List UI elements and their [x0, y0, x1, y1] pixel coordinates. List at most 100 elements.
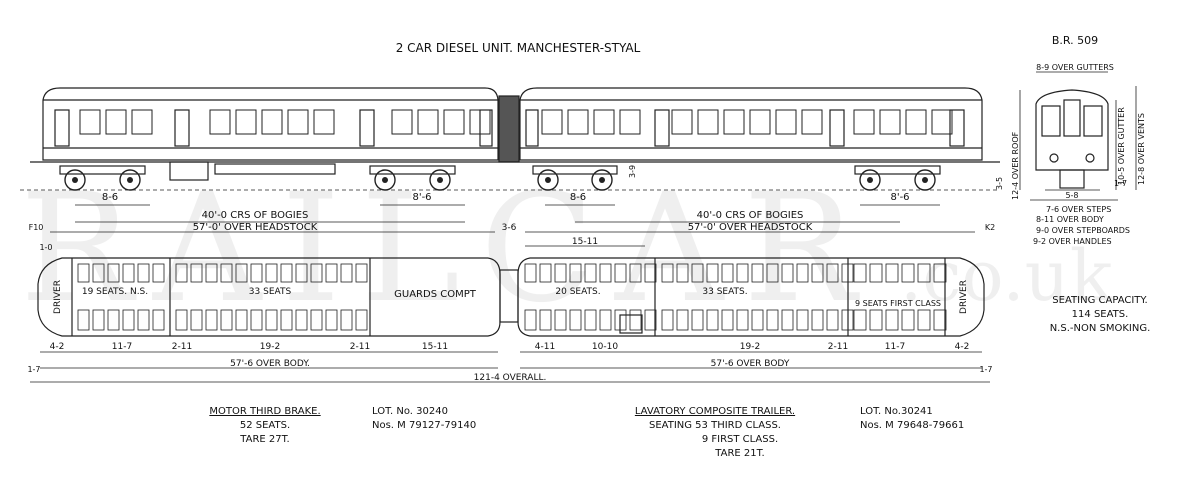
dim-bogie-motor-1: 8-6: [102, 192, 118, 203]
seat: [826, 309, 839, 331]
seat: [250, 309, 263, 331]
seat: [175, 263, 188, 283]
dim-overall: 121-4 OVERALL.: [474, 373, 547, 383]
seat: [340, 309, 353, 331]
motor-car-body: [42, 87, 499, 161]
trailer-name: LAVATORY COMPOSITE TRAILER.: [635, 406, 795, 417]
trailer-first: 9 FIRST CLASS.: [702, 434, 778, 445]
bogie-axle: [72, 177, 78, 183]
seat: [569, 263, 582, 283]
motor-seats: 52 SEATS.: [240, 420, 290, 431]
side-window: [417, 109, 439, 135]
end-window-left: [1041, 105, 1061, 137]
dim-bogie-trailer-1: 8-6: [570, 192, 586, 203]
seat: [137, 263, 150, 283]
seat: [280, 263, 293, 283]
seat: [933, 263, 947, 283]
bogie-wheel: [119, 169, 141, 191]
side-window: [541, 109, 563, 135]
dim-gap: 3-6: [502, 223, 517, 233]
seat: [205, 263, 218, 283]
seat: [826, 263, 839, 283]
dim-over-handles: 9-2 OVER HANDLES: [1033, 237, 1112, 246]
side-window: [619, 109, 641, 135]
watermark-main: RAILCAR: [20, 162, 876, 336]
side-window: [723, 109, 745, 135]
motor-plan-body: [37, 257, 501, 337]
seat: [554, 309, 567, 331]
seat: [736, 309, 749, 331]
label-20-seats: 20 SEATS.: [555, 287, 600, 297]
seat: [310, 263, 323, 283]
dim-over-body: 8-11 OVER BODY: [1036, 215, 1104, 224]
seat: [869, 263, 883, 283]
side-elevation: [20, 87, 1000, 191]
seat: [584, 309, 597, 331]
seat: [885, 309, 899, 331]
trailer-nos: Nos. M 79648-79661: [860, 420, 964, 431]
dim-over-body-motor: 57'-6 OVER BODY.: [230, 359, 310, 369]
buffer-left: [1049, 153, 1059, 163]
seat: [811, 309, 824, 331]
seat: [325, 309, 338, 331]
side-window: [879, 109, 901, 135]
dim-gauge: 5-8: [1065, 191, 1078, 200]
seat: [554, 263, 567, 283]
side-window: [905, 109, 927, 135]
label-driver-right: DRIVER: [959, 280, 969, 314]
side-window: [79, 109, 101, 135]
bogie-wheel: [64, 169, 86, 191]
dim-t6: 4-2: [955, 342, 970, 352]
motor-lot: LOT. No. 30240: [372, 406, 448, 417]
seat: [107, 309, 120, 331]
label-first-class: 9 SEATS FIRST CLASS: [855, 299, 941, 308]
side-window: [131, 109, 153, 135]
dim-m2: 11-7: [112, 342, 132, 352]
dim-over-headstock-motor: 57'-0' OVER HEADSTOCK: [193, 222, 318, 233]
bogie-frame: [854, 165, 941, 175]
seat: [691, 309, 704, 331]
lavatory: [619, 314, 643, 334]
dim-t3: 19-2: [740, 342, 760, 352]
seat: [295, 263, 308, 283]
seat: [644, 263, 657, 283]
seat: [811, 263, 824, 283]
watermark-suffix: .co.uk: [900, 235, 1113, 317]
bogie-frame: [59, 165, 146, 175]
dim-m3: 2-11: [172, 342, 192, 352]
seat: [691, 263, 704, 283]
dim-over-vents: 12-8 OVER VENTS: [1137, 113, 1146, 185]
seat: [235, 309, 248, 331]
seat: [933, 309, 947, 331]
bogie-axle: [599, 177, 605, 183]
dim-m6: 15-11: [422, 342, 448, 352]
seat: [614, 309, 627, 331]
seat: [265, 309, 278, 331]
seat: [629, 263, 642, 283]
dim-end-left: 1-0: [39, 243, 52, 252]
side-window: [775, 109, 797, 135]
bogie-axle: [867, 177, 873, 183]
side-window: [287, 109, 309, 135]
label-33-seats-motor: 33 SEATS: [249, 287, 292, 297]
dim-over-body-trailer: 57'-6 OVER BODY: [711, 359, 790, 369]
dim-bogie-trailer-2: 8'-6: [890, 192, 909, 203]
plan-gangway: [499, 269, 519, 323]
motor-name: MOTOR THIRD BRAKE.: [209, 406, 320, 417]
seat: [340, 263, 353, 283]
seat: [841, 309, 854, 331]
dim-crs-bogies-trailer: 40'-0 CRS OF BOGIES: [697, 210, 804, 221]
dim-left-end: F10: [29, 223, 44, 232]
end-view-title: B.R. 509: [1052, 34, 1098, 47]
side-window: [443, 109, 465, 135]
dim-t4: 2-11: [828, 342, 848, 352]
seat: [539, 263, 552, 283]
label-19-seats: 19 SEATS. N.S.: [82, 287, 148, 297]
seat: [599, 263, 612, 283]
bogie-wheel: [429, 169, 451, 191]
side-window: [313, 109, 335, 135]
plan-view: [30, 245, 990, 383]
seat: [107, 263, 120, 283]
seat: [869, 309, 883, 331]
